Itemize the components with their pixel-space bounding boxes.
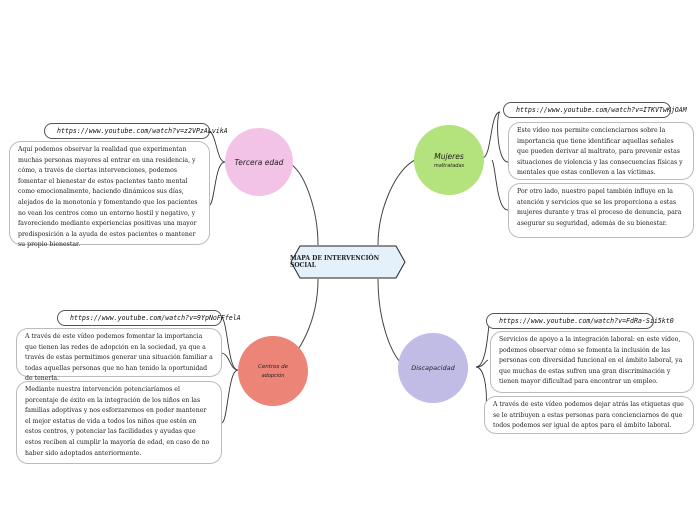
- mujeres-note-1: Este vídeo nos permite concienciarnos so…: [508, 122, 694, 180]
- mujeres-note-2: Por otro lado, nuestro papel también inf…: [508, 183, 694, 238]
- topic-centros-adopcion[interactable]: Centros de adopción: [238, 336, 308, 406]
- topic-mujeres-label: Mujeres: [434, 151, 464, 161]
- central-topic-label: MAPA DE INTERVENCIÓN SOCIAL: [290, 255, 380, 269]
- centros-note-1: A través de este vídeo podemos fomentar …: [16, 328, 222, 382]
- topic-mujeres-maltratadas[interactable]: Mujeres maltratadas: [414, 125, 484, 195]
- centros-video-link[interactable]: https://www.youtube.com/watch?v=9YpNoFFf…: [57, 310, 241, 326]
- mujeres-video-link[interactable]: https://www.youtube.com/watch?v=ITKVTwKj…: [503, 102, 687, 118]
- centros-note-2: Mediante nuestra intervención potenciarí…: [16, 381, 222, 464]
- topic-tercera-edad-label: Tercera edad: [234, 157, 284, 167]
- discapacidad-note-2: A través de este vídeo podemos dejar atr…: [484, 396, 694, 434]
- discapacidad-note-1: Servicios de apoyo a la integración labo…: [490, 331, 694, 393]
- topic-discapacidad-label: Discapacidad: [411, 364, 455, 372]
- topic-tercera-edad[interactable]: Tercera edad: [225, 128, 293, 196]
- tercera-edad-video-link[interactable]: https://www.youtube.com/watch?v=z2VPzALv…: [44, 123, 228, 139]
- central-topic[interactable]: MAPA DE INTERVENCIÓN SOCIAL: [290, 245, 406, 279]
- topic-discapacidad[interactable]: Discapacidad: [398, 333, 468, 403]
- discapacidad-video-link[interactable]: https://www.youtube.com/watch?v=FdRa-Sii…: [486, 313, 674, 329]
- topic-centros-label: Centros de: [258, 363, 288, 370]
- tercera-edad-note-1: Aquí podemos observar la realidad que ex…: [9, 141, 210, 248]
- central-topic-shape: [290, 245, 406, 279]
- topic-mujeres-sublabel: maltratadas: [433, 162, 465, 169]
- topic-centros-sublabel: adopción: [261, 372, 285, 379]
